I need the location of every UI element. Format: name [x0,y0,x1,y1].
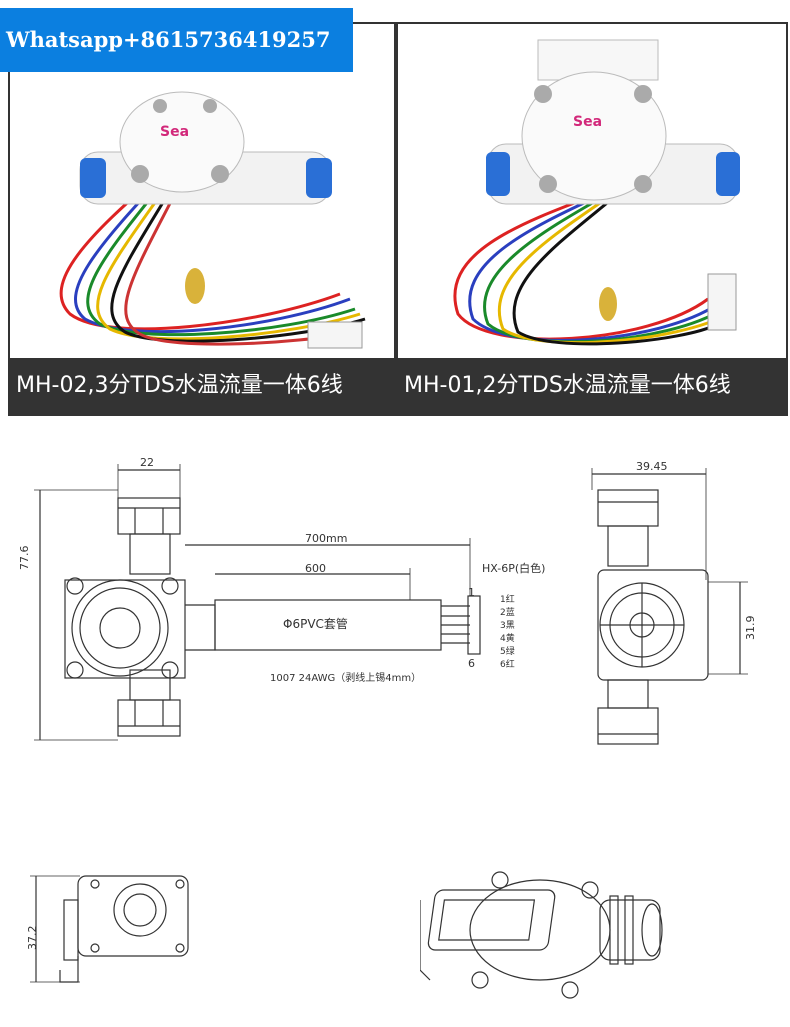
wire-color-list: 1红 2蓝 3黑 4黄 5绿 6红 [500,594,515,672]
whatsapp-contact-banner: Whatsapp+8615736419257 [0,8,353,72]
wire-1: 1红 [500,595,515,605]
wire-5: 5绿 [500,647,515,657]
wire-3: 3黑 [500,621,515,631]
connector-label: HX-6P(白色) [482,562,546,575]
side-height-dim: 31.9 [744,615,757,641]
bottom-view-drawing [30,875,189,983]
wire-4: 4黄 [500,634,515,644]
photo-caption: MH-02,3分TDS水温流量一体6线 [10,358,394,414]
dim-height-left: 77.6 [18,545,31,571]
side-width-dim: 39.45 [636,460,668,473]
sleeve-label: Φ6PVC套管 [283,617,348,631]
svg-text:Sea: Sea [160,124,189,140]
side-view-drawing [591,468,748,745]
wire-spec: 1007 24AWG（剥线上锡4mm） [270,673,422,684]
product-photo-mh01: Sea MH-01,2分TDS水温流量一体6线 [396,22,788,416]
wire-2: 2蓝 [500,608,515,618]
dim-cable-total: 700mm [305,532,348,545]
photo-caption: MH-01,2分TDS水温流量一体6线 [398,358,786,414]
wire-6: 6红 [500,660,515,670]
product-photo-mh02: Sea MH-02,3分TDS水温流量一体6线 [8,22,396,416]
flow-sensor-photo-illustration: Sea [59,91,366,349]
pin-first-label: 1 [468,586,475,599]
dim-sleeve-length: 600 [305,562,326,575]
pin-last-label: 6 [468,657,475,670]
bottom-height-dim: 37.2 [26,925,39,951]
svg-text:Sea: Sea [573,114,602,130]
isometric-view-drawing [420,871,663,999]
dim-width-top: 22 [140,456,154,469]
flow-sensor-photo-illustration: Sea [453,39,740,346]
front-view-drawing [34,464,481,741]
